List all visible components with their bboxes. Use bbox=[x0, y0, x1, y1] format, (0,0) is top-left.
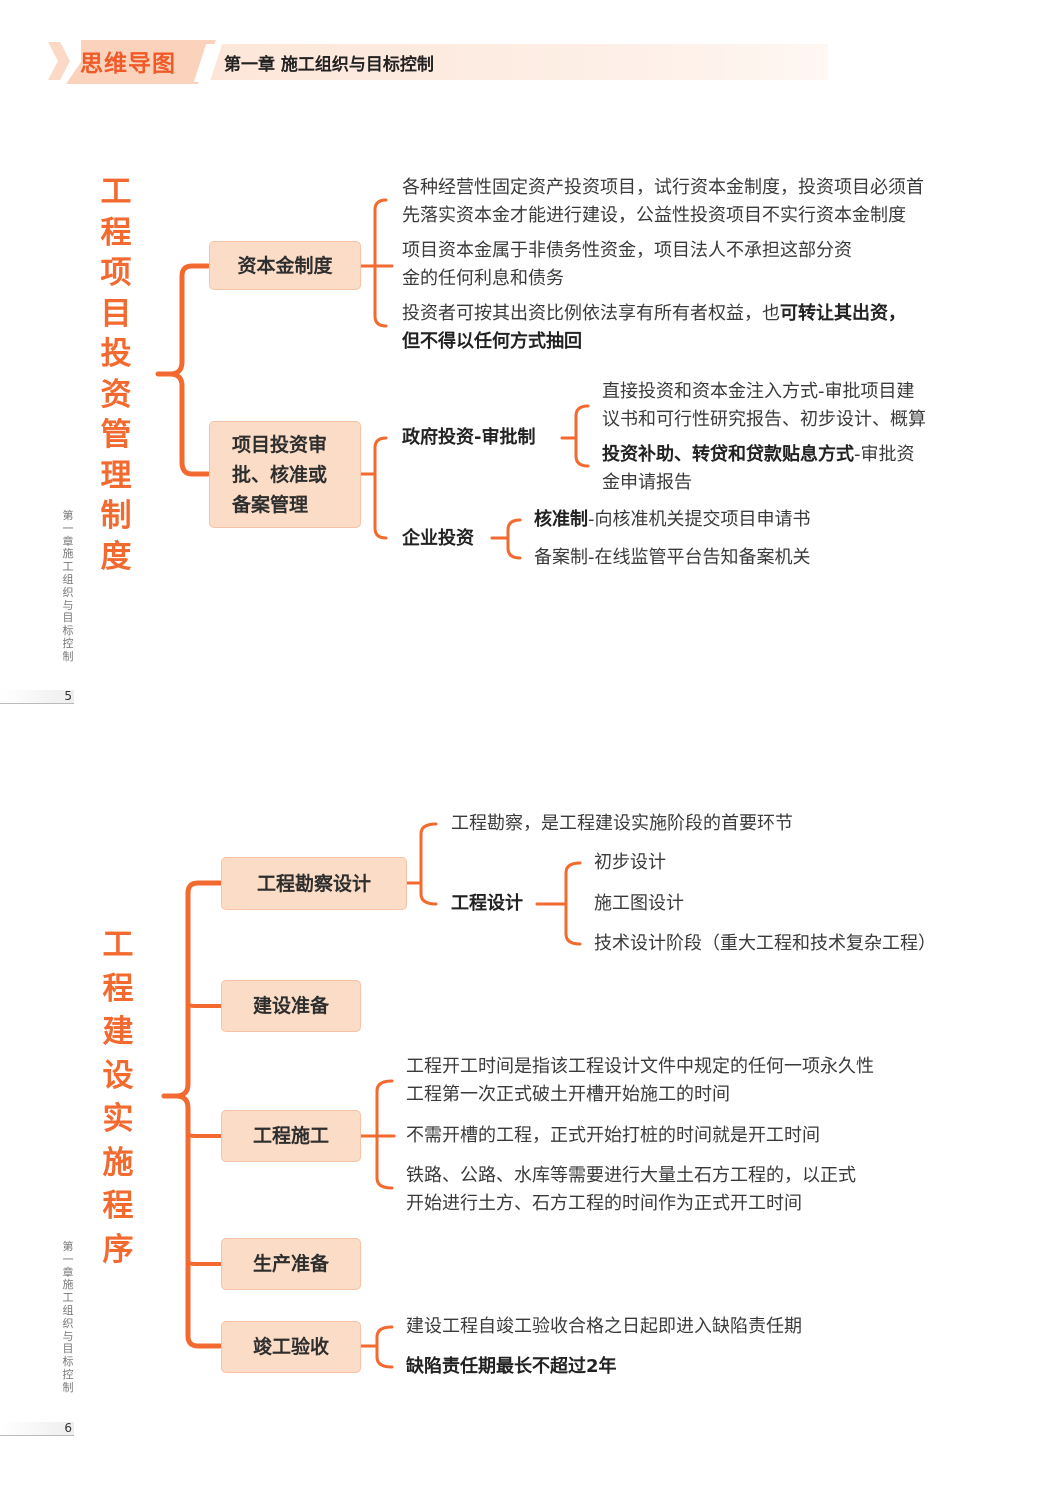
node-production-prep[interactable]: 生产准备 bbox=[221, 1238, 361, 1290]
leaf-line: 投资补助、转贷和贷款贴息方式-审批资 bbox=[602, 441, 915, 469]
leaf-text: -向核准机关提交项目申请书 bbox=[588, 509, 811, 530]
banner-tag-shape bbox=[66, 40, 216, 84]
leaf-gov-2: 投资补助、转贷和贷款贴息方式-审批资 金申请报告 bbox=[602, 441, 915, 497]
leaf-capital-2: 项目资本金属于非债务性资金，项目法人不承担这部分资 金的任何利息和债务 bbox=[402, 237, 852, 293]
page-number: 6 bbox=[64, 1421, 72, 1435]
leaf-acceptance-1: 建设工程自竣工验收合格之日起即进入缺陷责任期 bbox=[406, 1316, 802, 1337]
chevron-decoration-icon bbox=[48, 42, 70, 80]
leaf-capital-3: 投资者可按其出资比例依法享有所有者权益，也可转让其出资， 但不得以任何方式抽回 bbox=[402, 300, 906, 356]
leaf-line: 投资者可按其出资比例依法享有所有者权益，也可转让其出资， bbox=[402, 300, 906, 328]
node-label: 资本金制度 bbox=[237, 254, 333, 277]
node-construction-prep[interactable]: 建设准备 bbox=[221, 980, 361, 1032]
leaf-line: 但不得以任何方式抽回 bbox=[402, 328, 906, 356]
node-capital-system[interactable]: 资本金制度 bbox=[209, 241, 361, 290]
leaf-emphasis: 但不得以任何方式抽回 bbox=[402, 331, 582, 352]
sub-enterprise-investment[interactable]: 企业投资 bbox=[402, 528, 474, 549]
leaf-text: -审批资 bbox=[854, 444, 915, 465]
page-number-bar: 6 bbox=[0, 1421, 74, 1436]
leaf-line: 工程第一次正式破土开槽开始施工的时间 bbox=[406, 1084, 730, 1105]
node-construction[interactable]: 工程施工 bbox=[221, 1110, 361, 1162]
node-label: 竣工验收 bbox=[252, 1336, 329, 1358]
node-label: 建设准备 bbox=[252, 995, 329, 1017]
root-title: 工程建设实施程序 bbox=[102, 927, 134, 1268]
leaf-construction-1: 工程开工时间是指该工程设计文件中规定的任何一项永久性 工程第一次正式破土开槽开始… bbox=[406, 1053, 874, 1109]
node-completion-acceptance[interactable]: 竣工验收 bbox=[221, 1321, 361, 1373]
root-title: 工程项目投资管理制度 bbox=[100, 174, 132, 575]
leaf-acceptance-2: 缺陷责任期最长不超过2年 bbox=[406, 1356, 617, 1377]
leaf-line: 先落实资本金才能进行建设，公益性投资项目不实行资本金制度 bbox=[402, 205, 906, 226]
banner-background bbox=[198, 44, 828, 80]
leaf-construction-2: 不需开槽的工程，正式开始打桩的时间就是开工时间 bbox=[406, 1125, 820, 1146]
leaf-design-3: 技术设计阶段（重大工程和技术复杂工程） bbox=[594, 933, 936, 954]
mindmap-tag: 思维导图 bbox=[80, 51, 176, 77]
leaf-text: 备案制-在线监管平台告知备案机关 bbox=[534, 547, 811, 568]
leaf-line: 工程开工时间是指该工程设计文件中规定的任何一项永久性 bbox=[406, 1056, 874, 1077]
header-banner: 思维导图 第一章 施工组织与目标控制 bbox=[48, 40, 828, 84]
node-approval-management[interactable]: 项目投资审 批、核准或 备案管理 bbox=[209, 421, 361, 528]
side-chapter-label: 第一章施工组织与目标控制 bbox=[62, 1240, 74, 1394]
leaf-text: 投资者可按其出资比例依法享有所有者权益，也 bbox=[402, 303, 780, 324]
leaf-line: 项目资本金属于非债务性资金，项目法人不承担这部分资 bbox=[402, 240, 852, 261]
leaf-line: 直接投资和资本金注入方式-审批项目建 bbox=[602, 381, 915, 402]
node-survey-design[interactable]: 工程勘察设计 bbox=[221, 857, 407, 910]
node-label-line: 备案管理 bbox=[232, 493, 309, 516]
node-label: 生产准备 bbox=[252, 1253, 329, 1275]
leaf-construction-3: 铁路、公路、水库等需要进行大量土石方工程的，以正式 开始进行土方、石方工程的时间… bbox=[406, 1162, 856, 1218]
chapter-title: 第一章 施工组织与目标控制 bbox=[224, 55, 434, 75]
leaf-design-1: 初步设计 bbox=[594, 852, 666, 873]
leaf-survey-1: 工程勘察，是工程建设实施阶段的首要环节 bbox=[451, 813, 793, 834]
side-chapter-label: 第一章施工组织与目标控制 bbox=[62, 509, 74, 663]
leaf-gov-1: 直接投资和资本金注入方式-审批项目建 议书和可行性研究报告、初步设计、概算 bbox=[602, 378, 926, 434]
sub-engineering-design[interactable]: 工程设计 bbox=[451, 893, 523, 914]
leaf-emphasis: 可转让其出资， bbox=[780, 303, 906, 324]
leaf-line: 开始进行土方、石方工程的时间作为正式开工时间 bbox=[406, 1193, 802, 1214]
leaf-line: 金的任何利息和债务 bbox=[402, 268, 564, 289]
page-number: 5 bbox=[64, 689, 72, 703]
node-label-line: 项目投资审 bbox=[232, 433, 328, 456]
leaf-enterprise-1: 核准制-向核准机关提交项目申请书 bbox=[534, 506, 811, 534]
node-label-line: 批、核准或 bbox=[232, 463, 328, 486]
leaf-line: 金申请报告 bbox=[602, 472, 692, 493]
page-number-bar: 5 bbox=[0, 689, 74, 704]
node-label: 工程勘察设计 bbox=[256, 872, 371, 895]
node-label: 工程施工 bbox=[252, 1125, 329, 1147]
leaf-design-2: 施工图设计 bbox=[594, 893, 684, 914]
leaf-enterprise-2: 备案制-在线监管平台告知备案机关 bbox=[534, 544, 811, 572]
sub-gov-investment[interactable]: 政府投资-审批制 bbox=[402, 427, 536, 448]
leaf-line: 各种经营性固定资产投资项目，试行资本金制度，投资项目必须首 bbox=[402, 177, 924, 198]
node-label: 项目投资审 批、核准或 备案管理 bbox=[232, 430, 327, 520]
leaf-emphasis: 核准制 bbox=[534, 509, 588, 530]
leaf-capital-1: 各种经营性固定资产投资项目，试行资本金制度，投资项目必须首 先落实资本金才能进行… bbox=[402, 174, 924, 230]
leaf-line: 铁路、公路、水库等需要进行大量土石方工程的，以正式 bbox=[406, 1165, 856, 1186]
leaf-emphasis: 投资补助、转贷和贷款贴息方式 bbox=[602, 444, 854, 465]
leaf-line: 议书和可行性研究报告、初步设计、概算 bbox=[602, 409, 926, 430]
